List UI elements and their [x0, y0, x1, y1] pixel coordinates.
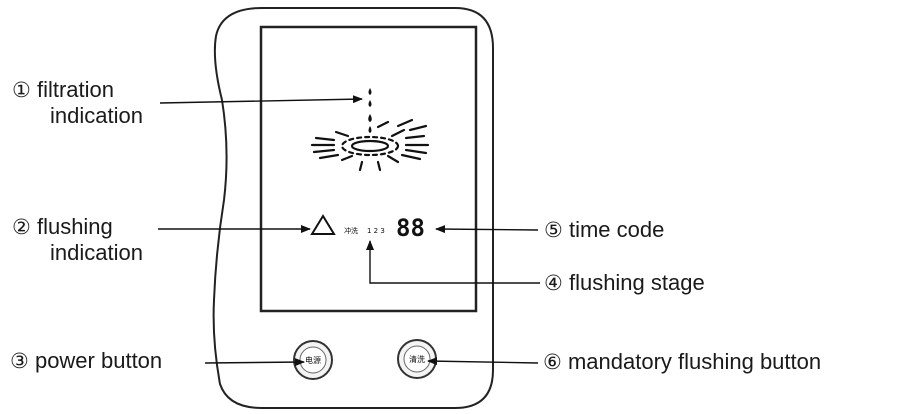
lcd-stage-numbers: 1 2 3	[367, 227, 385, 235]
callout-text-line1: filtration	[36, 77, 114, 102]
power-button[interactable]: 电源	[293, 340, 333, 380]
flush-button-label: 清洗	[409, 354, 425, 364]
splash-icon	[310, 118, 430, 172]
callout-text-line2: indication	[50, 240, 143, 265]
callout-flushing-stage: ④ flushing stage	[544, 270, 705, 296]
mandatory-leader	[427, 357, 539, 366]
power-button-label: 电源	[305, 355, 321, 365]
filtration-leader	[159, 95, 363, 104]
callout-text: flushing stage	[568, 270, 705, 295]
callout-text-line2: indication	[50, 103, 143, 128]
water-drop-icon	[368, 88, 372, 133]
flushing-stage-leader	[366, 240, 540, 284]
callout-text: power button	[34, 348, 163, 373]
callout-flushing-indication: ② flushing indication	[12, 214, 143, 266]
lcd-screen	[259, 25, 478, 313]
callout-text: mandatory flushing button	[567, 349, 822, 374]
callout-mandatory-flushing-button: ⑥ mandatory flushing button	[543, 349, 821, 375]
time-code-leader	[435, 225, 539, 234]
callout-filtration-indication: ① filtration indication	[12, 77, 143, 129]
callout-text: time code	[568, 217, 665, 242]
callout-number: ⑤	[544, 218, 563, 242]
recycle-icon	[310, 214, 336, 235]
callout-number: ⑥	[543, 350, 562, 374]
callout-number: ②	[12, 215, 31, 239]
callout-number: ④	[544, 271, 563, 295]
lcd-flush-label: 冲洗	[344, 226, 358, 235]
callout-number: ①	[12, 78, 31, 102]
mandatory-flush-button[interactable]: 清洗	[397, 339, 437, 379]
callout-number: ③	[10, 349, 29, 373]
lcd-time-code: 88	[396, 214, 425, 242]
callout-power-button: ③ power button	[10, 348, 162, 374]
callout-text-line1: flushing	[36, 214, 113, 239]
callout-time-code: ⑤ time code	[544, 217, 664, 243]
power-leader	[204, 358, 305, 367]
